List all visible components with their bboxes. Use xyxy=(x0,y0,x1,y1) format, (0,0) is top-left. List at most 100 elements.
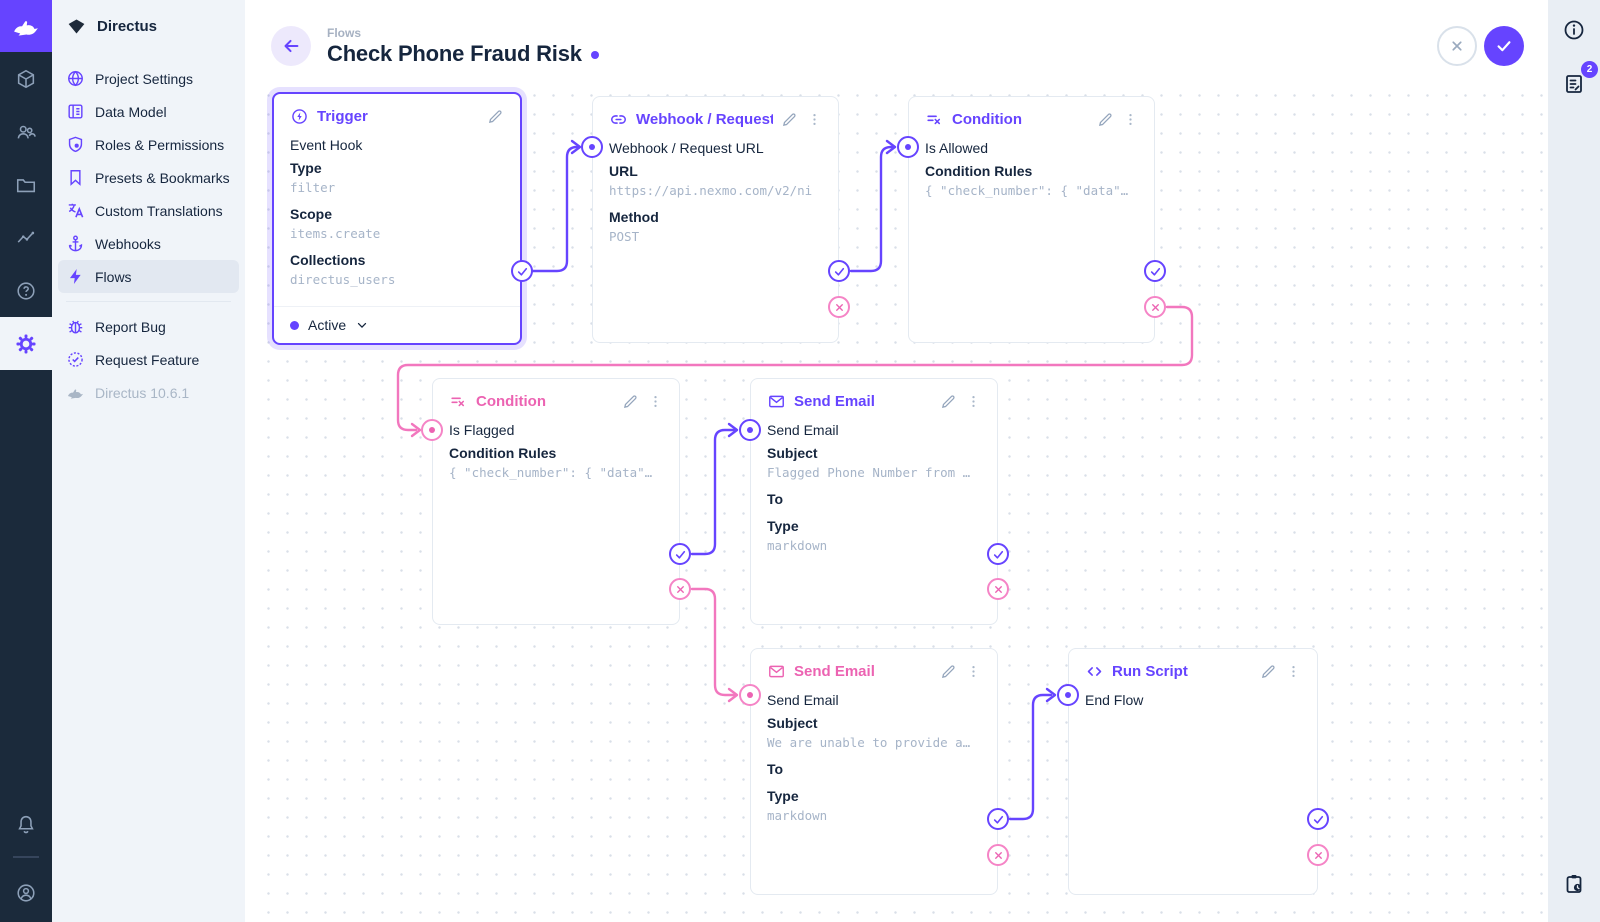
input-dot xyxy=(1065,692,1071,698)
run-script-reject-connector[interactable] xyxy=(1307,844,1329,866)
node-title: Condition xyxy=(952,111,1022,128)
edit-pencil-icon[interactable] xyxy=(781,111,798,128)
field-value: We are unable to provide a… xyxy=(767,735,971,750)
notifications-button[interactable] xyxy=(0,797,52,850)
send-email-unable-resolve-connector[interactable] xyxy=(987,808,1009,830)
operation-name: Send Email xyxy=(767,692,839,708)
condition-flagged-resolve-connector[interactable] xyxy=(669,543,691,565)
field-label: Type xyxy=(290,160,322,176)
title-block: Flows Check Phone Fraud Risk xyxy=(327,26,599,67)
code-icon xyxy=(1087,667,1102,676)
flow-status-dropdown[interactable]: Active xyxy=(274,306,520,343)
account-button[interactable] xyxy=(0,864,52,922)
condition-flagged-input-connector[interactable] xyxy=(421,419,443,441)
project-header[interactable]: Directus xyxy=(52,0,245,52)
condition-allowed-reject-connector[interactable] xyxy=(1144,296,1166,318)
trigger-resolve-connector[interactable] xyxy=(511,260,533,282)
sidebar-nav-list: Project Settings Data Model Roles & Perm… xyxy=(52,52,245,409)
more-menu-icon[interactable] xyxy=(1286,664,1301,679)
flow-info-button[interactable] xyxy=(1556,12,1592,48)
edit-pencil-icon[interactable] xyxy=(487,108,504,125)
more-menu-icon[interactable] xyxy=(807,112,822,127)
trigger-type: Event Hook xyxy=(290,137,363,153)
send-email-unable-input-connector[interactable] xyxy=(739,684,761,706)
send-email-flagged-input-connector[interactable] xyxy=(739,419,761,441)
more-menu-icon[interactable] xyxy=(966,394,981,409)
node-title: Condition xyxy=(476,393,546,410)
rabbit-logo-icon xyxy=(14,21,38,36)
mail-icon xyxy=(769,395,784,408)
cancel-button[interactable] xyxy=(1437,26,1477,66)
header-actions xyxy=(1437,26,1524,66)
sidebar-item-data-model[interactable]: Data Model xyxy=(58,95,239,128)
logs-button[interactable]: 2 xyxy=(1556,61,1598,102)
condition-flagged-reject-connector[interactable] xyxy=(669,578,691,600)
arrow-left-icon xyxy=(284,39,299,53)
check-icon xyxy=(517,267,527,276)
field-value: POST xyxy=(609,229,640,244)
x-icon xyxy=(1151,303,1159,311)
webhook-reject-connector[interactable] xyxy=(828,296,850,318)
sidebar-item-flows[interactable]: Flows xyxy=(58,260,239,293)
field-label: Scope xyxy=(290,206,333,222)
run-script-resolve-connector[interactable] xyxy=(1307,808,1329,830)
module-docs[interactable] xyxy=(0,264,52,317)
flow-node-webhook[interactable]: Webhook / Request URL Webhook / Request … xyxy=(592,96,839,343)
webhook-input-connector[interactable] xyxy=(581,136,603,158)
directus-logo[interactable] xyxy=(0,0,52,52)
send-email-flagged-resolve-connector[interactable] xyxy=(987,543,1009,565)
edit-pencil-icon[interactable] xyxy=(622,393,639,410)
send-email-unable-reject-connector[interactable] xyxy=(987,844,1009,866)
more-menu-icon[interactable] xyxy=(1123,112,1138,127)
condition-allowed-resolve-connector[interactable] xyxy=(1144,260,1166,282)
globe-icon xyxy=(66,69,85,88)
module-files[interactable] xyxy=(0,158,52,211)
sidebar-item-webhooks[interactable]: Webhooks xyxy=(58,227,239,260)
clipboard-clock-icon xyxy=(1566,875,1582,893)
run-script-input-connector[interactable] xyxy=(1057,684,1079,706)
sidebar-item-project-settings[interactable]: Project Settings xyxy=(58,62,239,95)
condition-allowed-input-connector[interactable] xyxy=(897,136,919,158)
edit-pencil-icon[interactable] xyxy=(1260,663,1277,680)
x-icon xyxy=(1314,851,1322,859)
flow-node-run-script[interactable]: Run Script End Flow xyxy=(1068,648,1318,895)
sidebar-item-custom-translations[interactable]: Custom Translations xyxy=(58,194,239,227)
activity-clipboard-button[interactable] xyxy=(1556,866,1592,902)
save-button[interactable] xyxy=(1484,26,1524,66)
webhook-resolve-connector[interactable] xyxy=(828,260,850,282)
check-icon xyxy=(993,550,1003,559)
sidebar-item-report-bug[interactable]: Report Bug xyxy=(58,310,239,343)
sidebar-item-request-feature[interactable]: Request Feature xyxy=(58,343,239,376)
module-insights[interactable] xyxy=(0,211,52,264)
flow-node-condition-flagged[interactable]: Condition Is Flagged Condition Rules{ "c… xyxy=(432,378,680,625)
edit-pencil-icon[interactable] xyxy=(940,393,957,410)
field-value: { "check_number": { "data"… xyxy=(925,183,1129,198)
sidebar-item-version: Directus 10.6.1 xyxy=(58,376,239,409)
send-email-flagged-reject-connector[interactable] xyxy=(987,578,1009,600)
settings-sidebar: Directus Project Settings Data Model Rol… xyxy=(52,0,245,922)
module-users[interactable] xyxy=(0,105,52,158)
module-settings[interactable] xyxy=(0,317,52,370)
more-menu-icon[interactable] xyxy=(966,664,981,679)
field-label: Type xyxy=(767,788,799,804)
sidebar-item-label: Report Bug xyxy=(95,318,166,335)
more-menu-icon[interactable] xyxy=(648,394,663,409)
logs-count-badge: 2 xyxy=(1581,61,1598,78)
operation-name: Webhook / Request URL xyxy=(609,140,764,156)
back-button[interactable] xyxy=(271,26,311,66)
edit-pencil-icon[interactable] xyxy=(1097,111,1114,128)
flow-node-condition-allowed[interactable]: Condition Is Allowed Condition Rules{ "c… xyxy=(908,96,1155,343)
link-icon xyxy=(611,115,626,124)
sidebar-item-presets-bookmarks[interactable]: Presets & Bookmarks xyxy=(58,161,239,194)
field-value: directus_users xyxy=(290,272,396,287)
sidebar-item-roles-permissions[interactable]: Roles & Permissions xyxy=(58,128,239,161)
sidebar-item-label: Custom Translations xyxy=(95,202,223,219)
module-bar xyxy=(0,0,52,922)
input-dot xyxy=(905,144,911,150)
field-value: Flagged Phone Number from … xyxy=(767,465,971,480)
module-content[interactable] xyxy=(0,52,52,105)
edit-pencil-icon[interactable] xyxy=(940,663,957,680)
